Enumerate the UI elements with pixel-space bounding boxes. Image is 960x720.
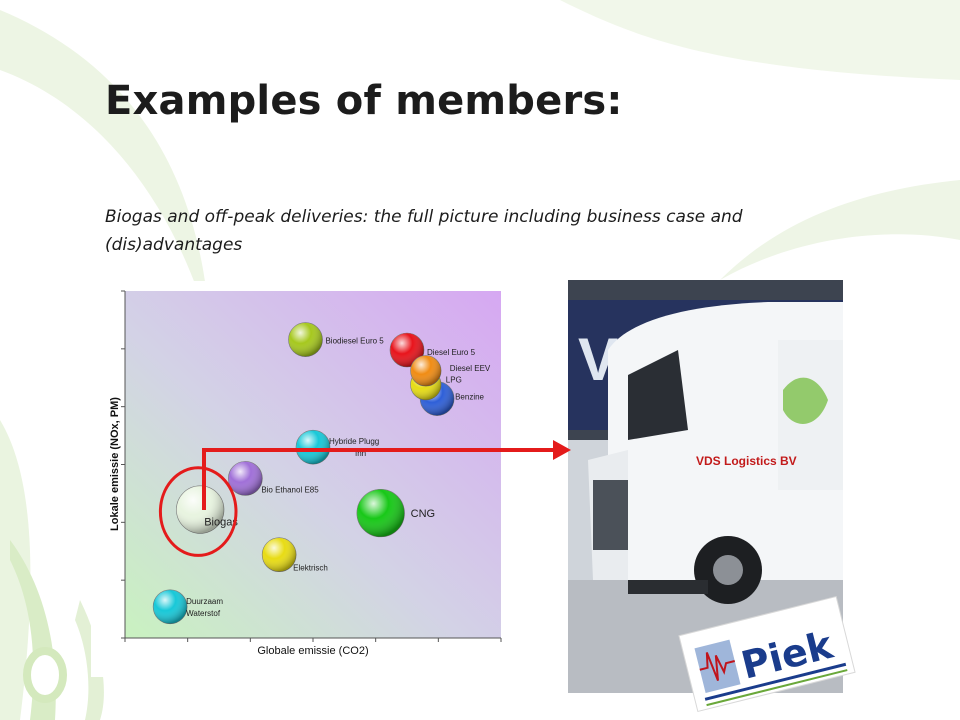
bubble-label: Hybride Plugg — [329, 437, 379, 446]
bubble-label: Inn — [355, 449, 366, 458]
bubble-shine — [410, 355, 442, 387]
bubble-shine — [390, 332, 424, 367]
axis-ticks — [121, 290, 502, 642]
bubble-label: Bio Ethanol E85 — [261, 485, 319, 494]
bubble-label: Waterstof — [186, 609, 221, 618]
slide-title: Examples of members: — [105, 78, 623, 124]
bubble-shine — [228, 461, 263, 496]
biogas-highlight-ring — [158, 466, 238, 557]
bubble-label: Biogas — [204, 517, 238, 529]
bubble-label: Duurzaam — [186, 597, 223, 606]
bubble-label: Biodiesel Euro 5 — [325, 337, 384, 346]
bubble-point: Diesel Euro 5 — [389, 332, 476, 368]
bubble-shine — [262, 537, 297, 572]
bubble-label: Diesel Euro 5 — [427, 348, 476, 357]
bubble-point: Diesel EEV — [410, 355, 491, 387]
bubble-shine — [288, 322, 323, 357]
piek-logo: Piek — [678, 595, 856, 713]
bubble-label: Diesel EEV — [450, 364, 491, 373]
bubble-label: Elektrisch — [293, 564, 328, 573]
bubble-label: LPG — [446, 376, 462, 385]
bubble-label: CNG — [411, 508, 435, 520]
bubble-shine — [356, 489, 405, 537]
slide-subtitle: Biogas and off-peak deliveries: the full… — [105, 207, 743, 255]
bubble-shine — [153, 589, 188, 624]
emissions-bubble-chart: Biodiesel Euro 5 Diesel Euro 5 Benzine LPG D… — [91, 281, 513, 677]
x-axis-label: Globale emissie (CO2) — [257, 645, 368, 657]
y-axis-label: Lokale emissie (NOx, PM) — [109, 397, 121, 531]
bubble-label: Benzine — [455, 393, 484, 402]
truck-brand: VDS Logistics BV — [696, 454, 797, 468]
bubble-point: Biodiesel Euro 5 — [288, 322, 384, 357]
bubble-shine — [296, 430, 330, 465]
bubble-point: Elektrisch — [261, 537, 328, 573]
